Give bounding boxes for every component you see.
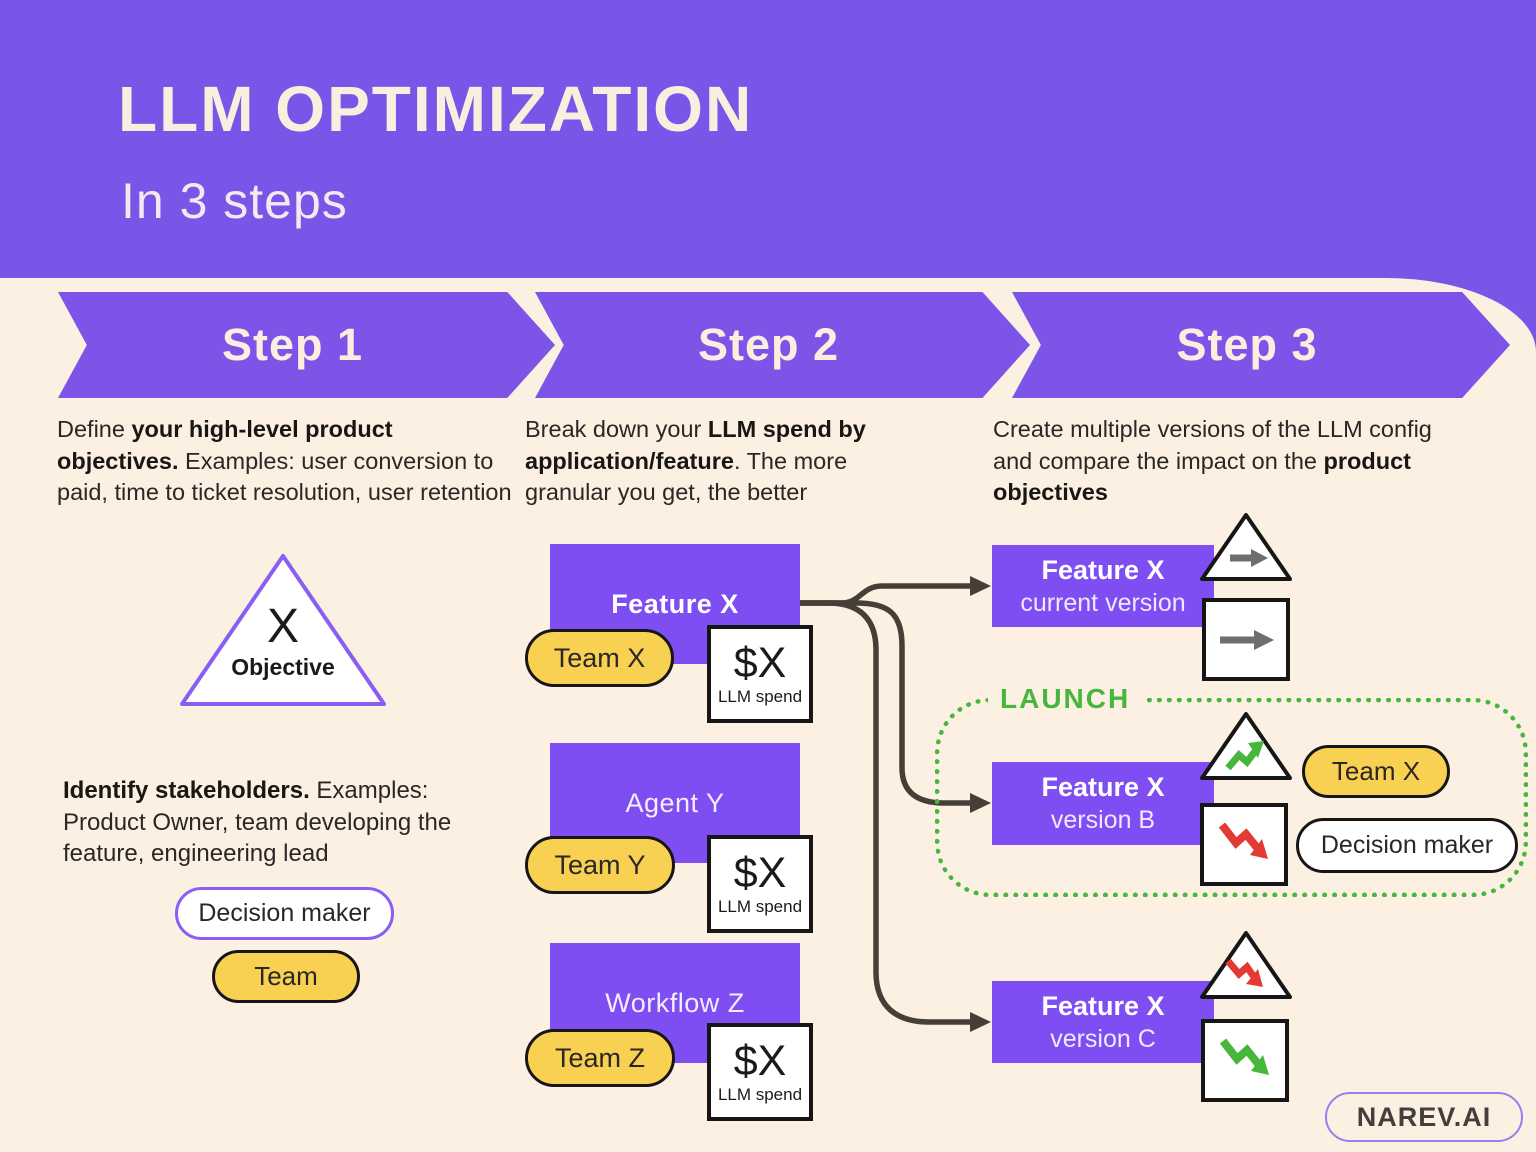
page-subtitle: In 3 steps bbox=[121, 173, 348, 229]
team-z-label: Team Z bbox=[554, 1042, 646, 1073]
launch-group-outline: LAUNCH bbox=[935, 683, 1528, 897]
stakeholders-description: Identify stakeholders. Examples: Product… bbox=[63, 775, 509, 870]
trend-down-green-arrow-icon bbox=[1219, 1038, 1269, 1075]
brand-label: NAREV.AI bbox=[1356, 1101, 1492, 1132]
metric-flat-triangle-icon bbox=[1200, 513, 1292, 581]
stakeholders-text: Examples: Product Owner, team developing… bbox=[63, 777, 452, 867]
step3-banner-label: Step 3 bbox=[1176, 319, 1318, 370]
step1-desc-text2: Examples: user conversion to paid, time … bbox=[57, 447, 512, 506]
team-x-label: Team X bbox=[553, 642, 646, 673]
objective-triangle: X Objective bbox=[176, 550, 390, 710]
team-pill: Team bbox=[212, 950, 360, 1003]
trend-down-arrow-icon bbox=[1218, 822, 1268, 859]
triangle-outline-icon bbox=[180, 554, 386, 706]
workflow-z-title: Workflow Z bbox=[605, 987, 745, 1018]
team-x-pill-launch: Team X bbox=[1302, 745, 1450, 798]
spend-amount: $X bbox=[733, 639, 787, 687]
step2-banner-label: Step 2 bbox=[697, 319, 840, 370]
step3-desc-bold: product objectives bbox=[993, 447, 1411, 506]
spend-label: LLM spend bbox=[717, 897, 803, 916]
version-c-subtitle: version C bbox=[1050, 1024, 1156, 1053]
stakeholders-bold: Identify stakeholders. bbox=[63, 777, 310, 804]
objective-triangle-text: X Objective bbox=[176, 602, 390, 681]
step3-banner: Step 3 bbox=[1012, 292, 1510, 398]
version-b-title: Feature X bbox=[1041, 772, 1165, 802]
current-version-title: Feature X bbox=[1041, 554, 1165, 585]
objective-label: Objective bbox=[231, 654, 335, 680]
brand-badge[interactable]: NAREV.AI bbox=[1325, 1092, 1523, 1142]
feature-x-version-c-box: Feature X version C bbox=[992, 981, 1214, 1063]
agent-y-spend-box: $X LLM spend bbox=[707, 835, 813, 933]
version-c-title: Feature X bbox=[1041, 990, 1165, 1021]
spend-label: LLM spend bbox=[717, 687, 803, 706]
step1-description: Define your high-level product objective… bbox=[57, 414, 513, 509]
objective-x: X bbox=[266, 600, 299, 653]
step2-desc-bold: LLM spend by application/feature bbox=[525, 416, 866, 474]
agent-y-title: Agent Y bbox=[625, 787, 725, 818]
feature-x-version-b-box: Feature X version B bbox=[992, 762, 1214, 845]
metric-down-green-square-icon bbox=[1201, 1019, 1289, 1102]
step3-description: Create multiple versions of the LLM conf… bbox=[993, 414, 1461, 509]
metric-up-triangle-icon bbox=[1200, 712, 1292, 780]
spend-label: LLM spend bbox=[717, 1085, 803, 1104]
current-version-subtitle: current version bbox=[1020, 588, 1186, 617]
spend-amount: $X bbox=[733, 1037, 787, 1085]
team-y-pill: Team Y bbox=[525, 836, 675, 894]
step2-desc-text: Break down your bbox=[525, 416, 708, 442]
feature-x-current-version-box: Feature X current version bbox=[992, 545, 1214, 627]
step2-description: Break down your LLM spend by application… bbox=[525, 414, 917, 509]
team-z-pill: Team Z bbox=[525, 1029, 675, 1087]
step1-banner-label: Step 1 bbox=[221, 319, 364, 370]
feature-x-spend-box: $X LLM spend bbox=[707, 625, 813, 723]
spend-amount: $X bbox=[733, 849, 787, 897]
version-b-subtitle: version B bbox=[1050, 806, 1156, 834]
step1-desc-text: Define bbox=[57, 416, 132, 442]
step1-desc-bold: your high-level product objectives. bbox=[57, 416, 393, 474]
metric-down-square-icon bbox=[1200, 803, 1288, 886]
step2-banner: Step 2 bbox=[535, 292, 1030, 398]
team-label: Team bbox=[254, 961, 318, 991]
team-x-pill: Team X bbox=[525, 629, 674, 687]
decision-maker-label: Decision maker bbox=[198, 899, 371, 927]
right-arrow-icon bbox=[1220, 629, 1274, 650]
metric-flat-square-icon bbox=[1202, 598, 1290, 681]
step1-banner: Step 1 bbox=[58, 292, 555, 398]
step3-desc-text: Create multiple versions of the LLM conf… bbox=[993, 416, 1432, 474]
decision-maker-pill-launch: Decision maker bbox=[1296, 818, 1518, 873]
decision-maker-pill: Decision maker bbox=[175, 887, 394, 940]
metric-down-triangle-icon bbox=[1200, 931, 1292, 999]
step2-desc-text2: . The more granular you get, the better bbox=[525, 447, 848, 506]
page-title: LLM OPTIMIZATION bbox=[118, 73, 754, 145]
decision-maker-launch-label: Decision maker bbox=[1320, 831, 1494, 859]
launch-label: LAUNCH bbox=[988, 683, 1143, 715]
team-x-launch-label: Team X bbox=[1331, 756, 1421, 786]
team-y-label: Team Y bbox=[554, 849, 646, 880]
feature-x-title: Feature X bbox=[611, 588, 739, 619]
workflow-z-spend-box: $X LLM spend bbox=[707, 1023, 813, 1121]
